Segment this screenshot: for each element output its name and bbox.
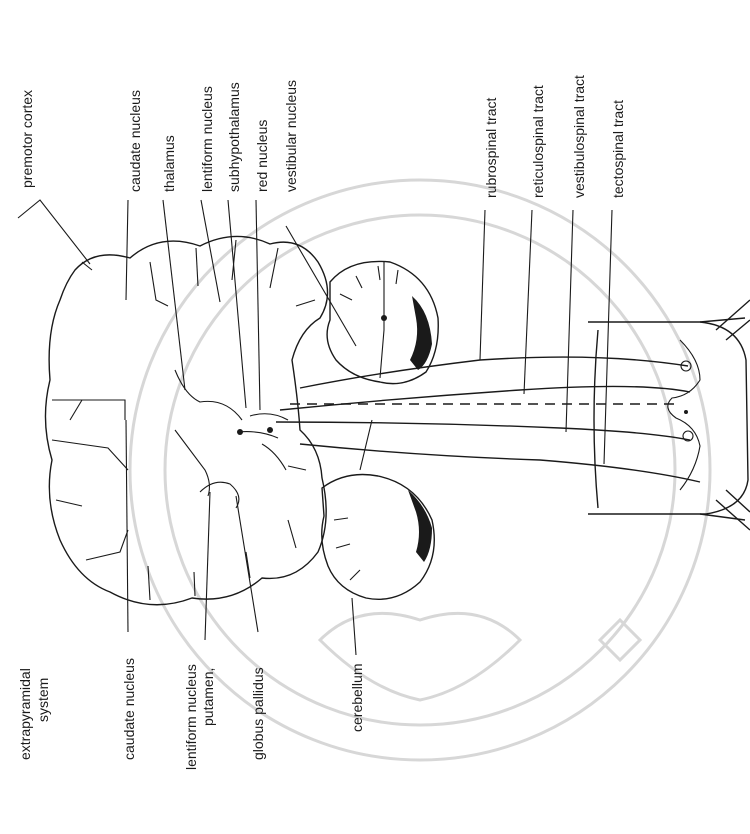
- label-tectospinal-tract: tectospinal tract: [610, 100, 626, 198]
- label-subhypothalamus: subhypothalamus: [226, 82, 242, 192]
- label-rubrospinal-tract: rubrospinal tract: [483, 98, 499, 198]
- label-extrapyramidal-system-line1: extrapyramidal: [17, 668, 33, 760]
- watermark-seal: [130, 180, 710, 760]
- label-caudate-nucleus-bottom: caudate nucleus: [121, 658, 137, 760]
- label-extrapyramidal-system-line2: system: [35, 678, 51, 722]
- leader-lines: [18, 200, 612, 655]
- label-red-nucleus: red nucleus: [254, 120, 270, 192]
- label-lentiform-nucleus-top: lentiform nucleus: [199, 86, 215, 192]
- cerebellum-lobes: [322, 261, 439, 599]
- label-reticulospinal-tract: reticulospinal tract: [530, 85, 546, 198]
- label-lentiform-nucleus-bottom-line1: lentiform nucleus: [183, 664, 199, 770]
- label-caudate-nucleus-top: caudate nucleus: [127, 90, 143, 192]
- cerebral-hemisphere: [45, 236, 327, 604]
- label-premotor-cortex: premotor cortex: [19, 90, 35, 188]
- label-globus-pallidus: globus pallidus: [250, 667, 266, 760]
- label-vestibulospinal-tract: vestibulospinal tract: [571, 75, 587, 198]
- label-thalamus: thalamus: [161, 135, 177, 192]
- label-vestibular-nucleus: vestibular nucleus: [283, 80, 299, 192]
- descending-tracts: [237, 262, 700, 482]
- label-lentiform-nucleus-bottom-line2: putamen,: [200, 668, 216, 726]
- label-cerebellum: cerebellum: [349, 664, 365, 732]
